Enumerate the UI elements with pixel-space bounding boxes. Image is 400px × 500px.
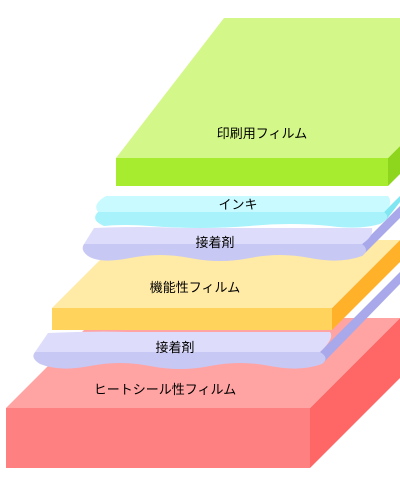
adhesive-lower-front bbox=[33, 352, 326, 369]
adhesive-upper-label: 接着剤 bbox=[195, 235, 234, 251]
heat-seal-film-label: ヒートシール性フィルム bbox=[94, 383, 236, 398]
functional-film-front bbox=[52, 308, 332, 330]
adhesive-lower-side bbox=[320, 272, 400, 364]
ink-label: インキ bbox=[218, 198, 257, 213]
heat-seal-film-side bbox=[310, 318, 400, 468]
print-film-top bbox=[116, 18, 400, 158]
adhesive-upper-side bbox=[362, 206, 400, 256]
ink-front bbox=[95, 212, 388, 228]
ink-side bbox=[384, 196, 400, 220]
adhesive-upper-top bbox=[84, 227, 373, 244]
adhesive-upper-front bbox=[82, 244, 367, 261]
layer-adhesive-lower: 接着剤 bbox=[33, 272, 400, 369]
print-film-side bbox=[388, 146, 400, 186]
adhesive-lower-top bbox=[35, 331, 332, 352]
functional-film-label: 機能性フィルム bbox=[150, 281, 240, 296]
print-film-label: 印刷用フィルム bbox=[217, 127, 307, 142]
layer-adhesive-upper: 接着剤 bbox=[82, 206, 400, 261]
ink-top bbox=[96, 196, 391, 212]
layer-print-film: 印刷用フィルム bbox=[116, 18, 400, 186]
adhesive-lower-label: 接着剤 bbox=[155, 340, 194, 356]
print-film-front bbox=[116, 158, 388, 186]
layer-ink: インキ bbox=[95, 196, 400, 228]
functional-film-side bbox=[332, 240, 400, 330]
heat-seal-film-front bbox=[6, 408, 310, 468]
